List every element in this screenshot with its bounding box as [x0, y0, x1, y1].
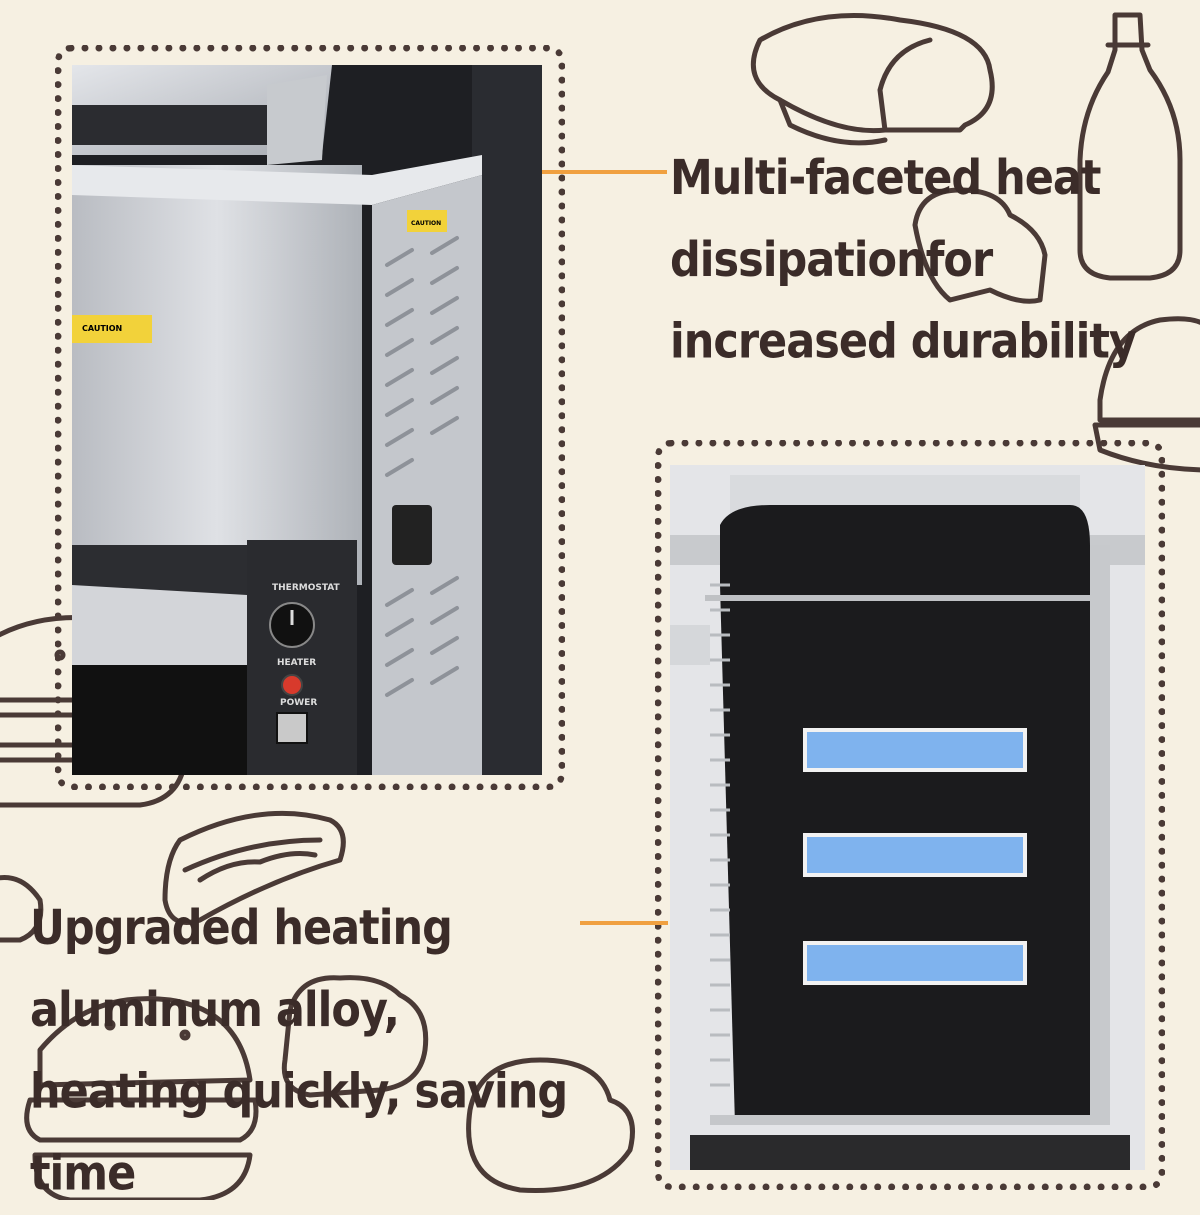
conveyor-drawing: [670, 465, 1145, 1170]
thermostat-label: THERMOSTAT: [272, 583, 341, 593]
toaster-side-drawing: CAUTION CAUTION THERMOSTAT HEATER POWER: [72, 65, 542, 775]
toaster-side-photo: CAUTION CAUTION THERMOSTAT HEATER POWER: [72, 65, 542, 775]
toast-icon: [281, 975, 429, 1098]
heater-label: HEATER: [277, 658, 316, 668]
toaster-conveyor-photo: [670, 465, 1145, 1170]
heater-window-icon: [803, 833, 1027, 877]
toast-icon: [912, 187, 1048, 304]
caption-heating-alloy: Upgraded heating aluminum alloy, heating…: [30, 900, 568, 1202]
bread-icon: [750, 13, 995, 146]
heater-indicator-icon: [281, 674, 303, 696]
hotdog-icon: [0, 875, 44, 943]
heater-window-icon: [803, 941, 1027, 985]
caution-label-top: CAUTION: [411, 220, 441, 227]
bottle-icon: [1077, 12, 1183, 281]
caption-heat-dissipation: Multi-faceted heat dissipationfor increa…: [670, 150, 1137, 370]
callout-line-top: [542, 170, 667, 174]
power-switch[interactable]: [276, 712, 308, 744]
hotdog-icon: [162, 810, 346, 925]
top-photo-frame: [55, 45, 565, 790]
bread-icon: [466, 1057, 635, 1193]
power-label: POWER: [280, 698, 317, 708]
heater-window-icon: [803, 728, 1027, 772]
burger-icon: [24, 996, 259, 1200]
callout-line-bottom: [580, 921, 668, 925]
caution-label: CAUTION: [82, 324, 122, 333]
bottom-photo-frame: [655, 440, 1165, 1190]
burger-icon: [1092, 316, 1200, 473]
